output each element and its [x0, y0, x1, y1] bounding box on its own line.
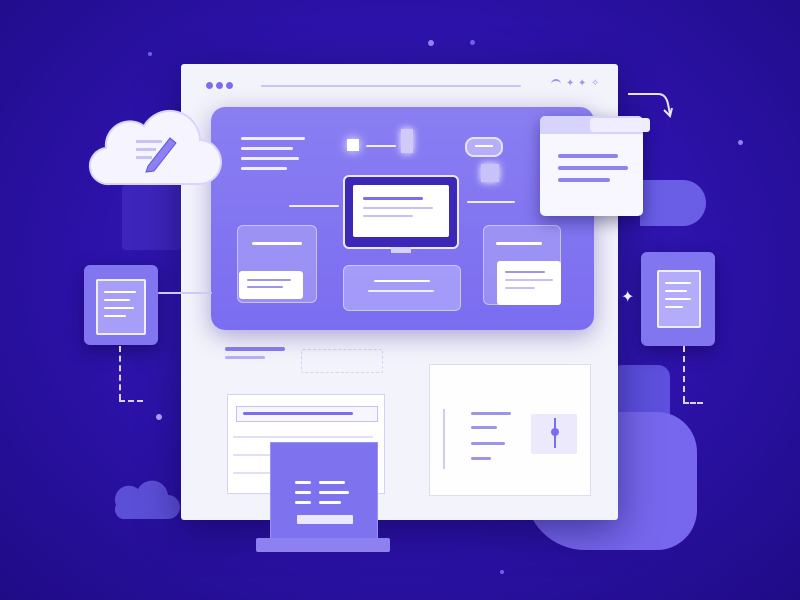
- star-icon: ✦: [566, 78, 575, 89]
- hero-card-center[interactable]: [343, 265, 461, 311]
- small-cloud-icon: [114, 480, 180, 519]
- dashed-connector-left: [119, 346, 121, 400]
- menu-icon: ✧: [591, 78, 600, 89]
- glow-square-3: [481, 164, 499, 182]
- address-bar[interactable]: [261, 85, 521, 87]
- laptop-screen: [270, 442, 378, 540]
- bg-blob-left: [122, 185, 182, 250]
- hero-text-2: [241, 147, 293, 150]
- hero-panel: [211, 107, 594, 330]
- floating-card-accent: [590, 118, 650, 132]
- deco-dot-3: [156, 414, 162, 420]
- diagram-line-3: [471, 442, 505, 445]
- window-dot-3[interactable]: [226, 82, 233, 89]
- pen-icon: [145, 137, 177, 173]
- section-subtitle-bar: [225, 356, 265, 359]
- hero-text-3: [241, 157, 299, 160]
- document-panel-right[interactable]: [641, 252, 715, 346]
- wifi-icon: [551, 79, 561, 89]
- document-icon-right: [657, 270, 701, 328]
- hero-card-left-inner: [239, 271, 303, 299]
- diagram-line-2: [471, 426, 497, 429]
- hero-card-right-inner: [497, 261, 561, 305]
- dashed-connector-right-h: [683, 402, 703, 404]
- diagram-connector: [443, 409, 445, 469]
- chart-widget-icon: [531, 414, 577, 454]
- hero-text-1: [241, 137, 305, 140]
- diagram-line-4: [471, 457, 491, 460]
- laptop-button[interactable]: [297, 515, 353, 524]
- dashed-connector-left-h: [119, 400, 143, 402]
- form-input-value: [243, 412, 353, 415]
- deco-dot-1: [428, 40, 434, 46]
- deco-dot-4: [738, 140, 743, 145]
- connector-left-horizontal: [158, 292, 212, 294]
- deco-dot-5: [148, 52, 152, 56]
- hero-mid-line: [366, 145, 396, 147]
- hero-pill-button[interactable]: [465, 137, 503, 157]
- section-title-bar: [225, 347, 285, 351]
- document-panel-left[interactable]: [84, 265, 158, 345]
- document-icon: [96, 279, 146, 335]
- hero-connector-left: [289, 205, 339, 207]
- deco-dot-2: [470, 40, 475, 45]
- sparkle-icon: ✦: [621, 289, 635, 306]
- arrow-icon: [628, 93, 673, 118]
- floating-card-top-right[interactable]: [540, 116, 643, 216]
- monitor-icon: [343, 175, 459, 249]
- hero-text-4: [241, 167, 287, 170]
- bg-blob-right-top: [640, 180, 706, 226]
- cloud-icon: [88, 109, 222, 186]
- window-dot-1[interactable]: [206, 82, 213, 89]
- deco-dot-6: [500, 570, 504, 574]
- window-dot-2[interactable]: [216, 82, 223, 89]
- section-row-placeholder: [301, 349, 383, 373]
- glow-square-2: [401, 129, 413, 153]
- dashed-connector-right: [683, 346, 685, 402]
- laptop-base: [256, 538, 390, 552]
- settings-icon: ✦: [578, 78, 587, 89]
- diagram-line-1: [471, 412, 511, 415]
- monitor-stand: [391, 247, 411, 253]
- form-line-1: [233, 436, 373, 438]
- glow-square-1: [347, 139, 359, 151]
- hero-connector-right: [467, 201, 515, 203]
